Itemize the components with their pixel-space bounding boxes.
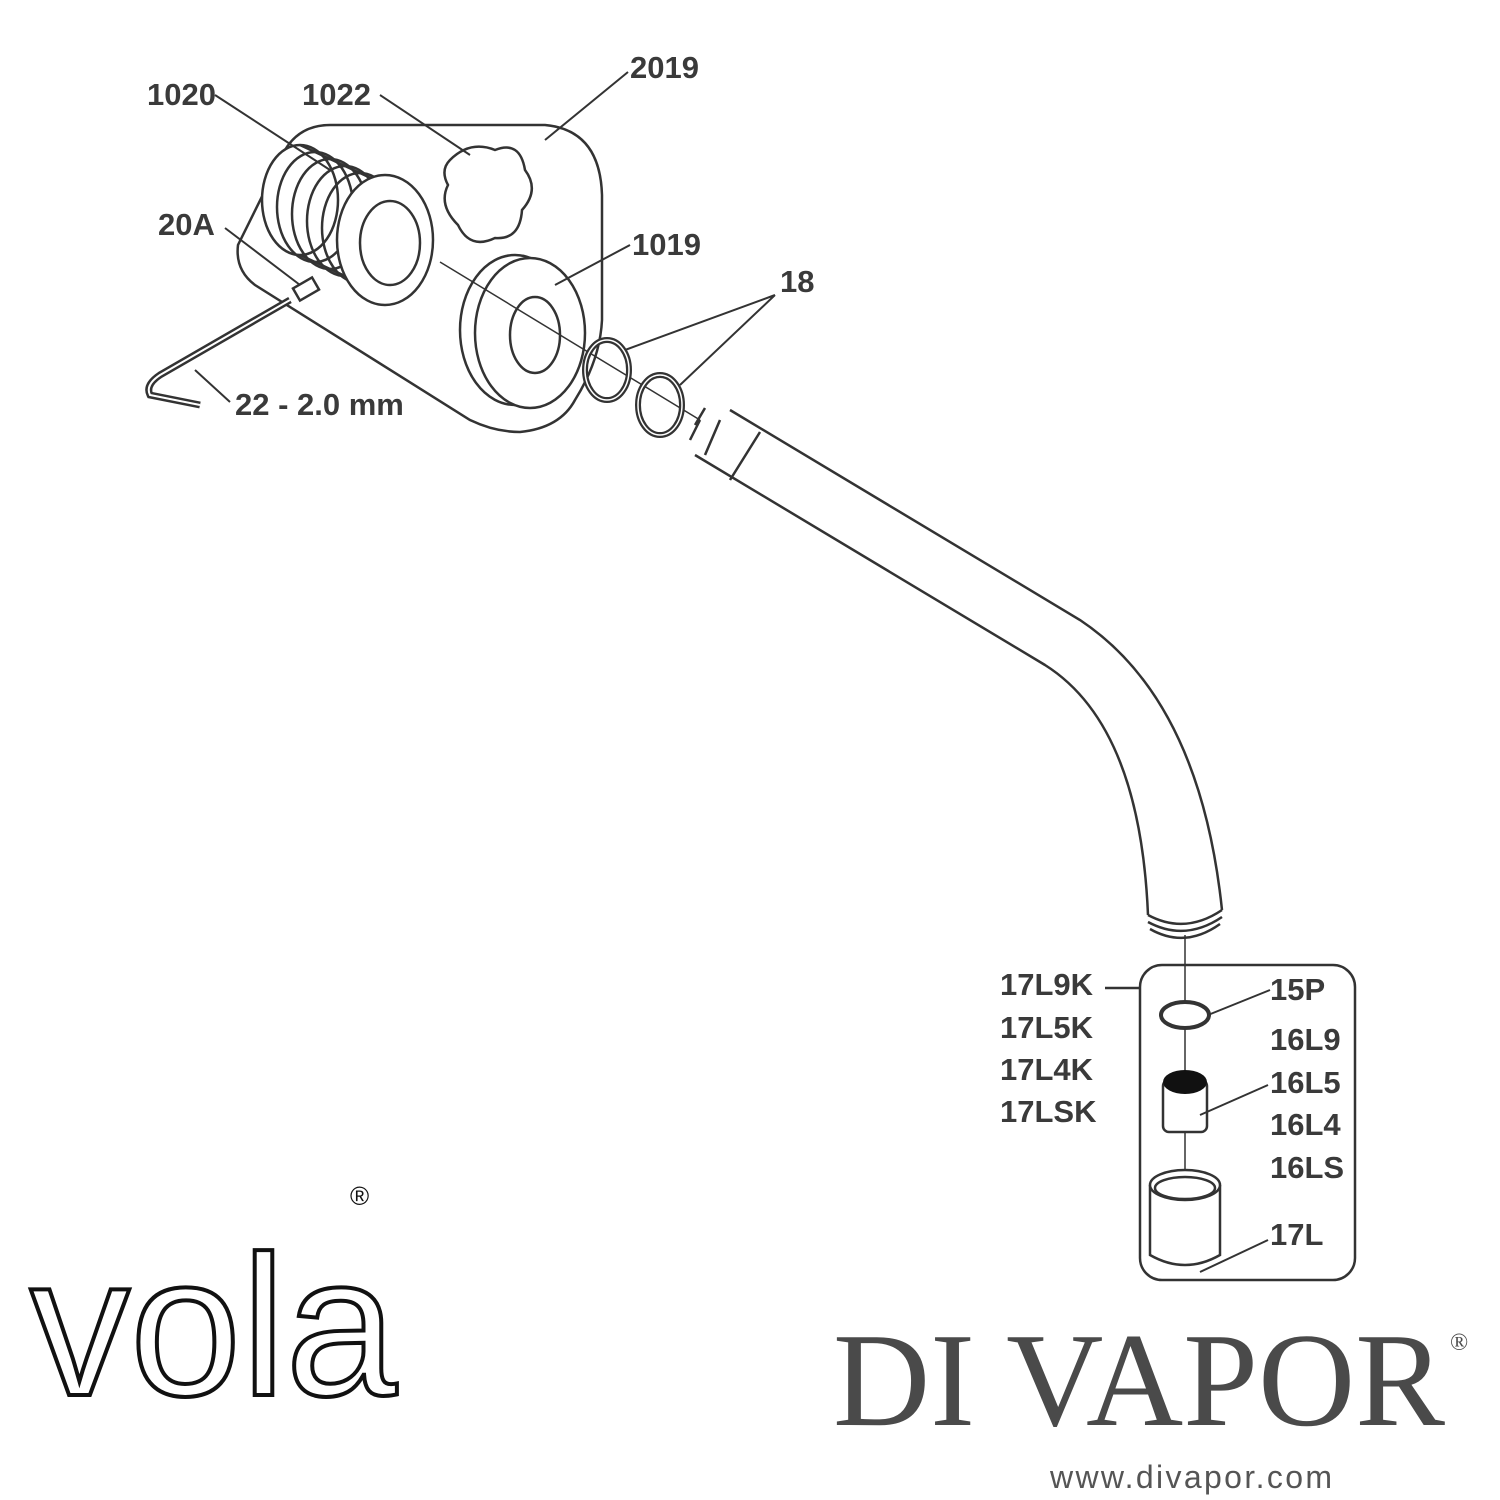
label-kit: 17L4K <box>1000 1052 1094 1087</box>
part-1019-ring <box>458 253 587 410</box>
leader-lines <box>194 71 1271 1273</box>
label-aerator: 16L9 <box>1270 1022 1341 1057</box>
label-aerator: 16LS <box>1270 1150 1344 1185</box>
divapor-url: www.divapor.com <box>1049 1459 1332 1495</box>
part-17L-sleeve <box>1148 1168 1222 1267</box>
spout-tube <box>688 407 1224 940</box>
label-kit: 17LSK <box>1000 1094 1097 1129</box>
part-1020-threaded-body <box>260 143 435 307</box>
label-aerator: 16L5 <box>1270 1065 1341 1100</box>
label-kit: 17L9K <box>1000 967 1094 1002</box>
hex-key-highlight <box>147 299 291 406</box>
vola-logo: vola <box>30 1215 398 1438</box>
aerator-kit-outline <box>1138 963 1357 1282</box>
label-22-hex-key: 22 - 2.0 mm <box>235 387 404 422</box>
label-1022: 1022 <box>302 77 371 112</box>
label-15P: 15P <box>1270 972 1325 1007</box>
label-17L: 17L <box>1270 1217 1323 1252</box>
part-20A-grub-screw <box>291 275 321 303</box>
part-18-o-rings <box>582 337 685 438</box>
divapor-logo: DI VAPOR <box>833 1306 1446 1454</box>
assembly-axis <box>439 261 701 421</box>
label-18: 18 <box>780 264 814 299</box>
part-15P-washer <box>1159 1000 1211 1030</box>
vola-registered-mark: ® <box>350 1181 369 1211</box>
label-1019: 1019 <box>632 227 701 262</box>
part-16L-aerator <box>1161 1070 1209 1134</box>
part-1022-clip <box>443 145 533 244</box>
assembly-outline-2019 <box>236 123 604 434</box>
label-20A: 20A <box>158 207 215 242</box>
label-aerator: 16L4 <box>1270 1107 1341 1142</box>
label-2019: 2019 <box>630 50 699 85</box>
label-1020: 1020 <box>147 77 216 112</box>
label-kit: 17L5K <box>1000 1010 1094 1045</box>
divapor-registered-mark: ® <box>1450 1330 1468 1356</box>
